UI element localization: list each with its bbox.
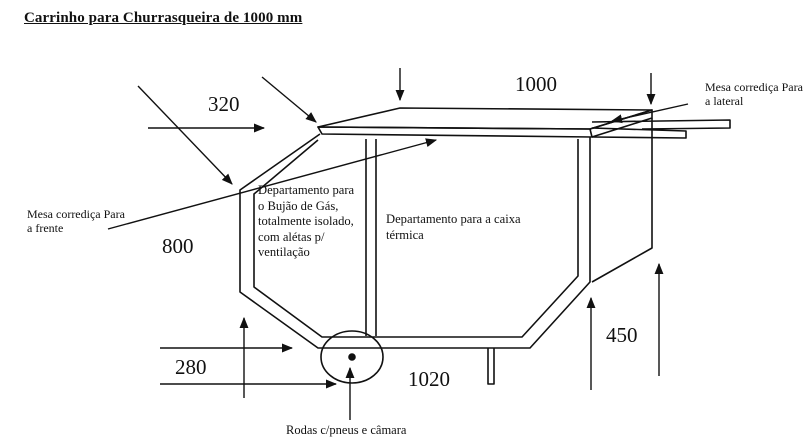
- arrow-mesa-lateral: [610, 103, 689, 124]
- lateral-slide-table: [591, 119, 731, 130]
- page-title: Carrinho para Churrasqueira de 1000 mm: [24, 10, 303, 26]
- dimension-450: 450: [606, 323, 638, 347]
- lateral-slide-table-lower: [591, 127, 687, 139]
- back-edge: [591, 118, 653, 283]
- label-mesa-lateral: Mesa corrediça Para a lateral: [705, 80, 805, 108]
- label-mesa-lateral-text: Mesa corrediça Para a lateral: [705, 80, 803, 108]
- dimension-280: 280: [175, 355, 207, 379]
- front-leg: [487, 348, 495, 385]
- cart-inner-frame: [253, 139, 579, 338]
- arrow-mesa-frente: [107, 138, 438, 230]
- dimension-1000: 1000: [515, 72, 557, 96]
- label-dep-bujao: Departamento para o Bujão de Gás, totalm…: [258, 183, 355, 259]
- top-front-edge: [317, 126, 593, 138]
- arrow-diag-left: [137, 85, 233, 185]
- label-rodas: Rodas c/pneus e câmara: [286, 423, 407, 437]
- label-mesa-frente: Mesa corrediça Para a frente: [27, 207, 127, 235]
- label-dep-caixa: Departamento para a caixa térmica: [386, 212, 521, 242]
- dimension-1020: 1020: [408, 367, 450, 391]
- wheel-shape: [320, 330, 384, 384]
- label-mesa-frente-text: Mesa corrediça Para a frente: [27, 207, 125, 235]
- dimension-320: 320: [208, 92, 240, 116]
- cart-outer-frame: [239, 133, 591, 349]
- wheel-hub: [348, 353, 356, 361]
- dimension-800: 800: [162, 234, 194, 258]
- arrow-320-diag: [261, 76, 317, 123]
